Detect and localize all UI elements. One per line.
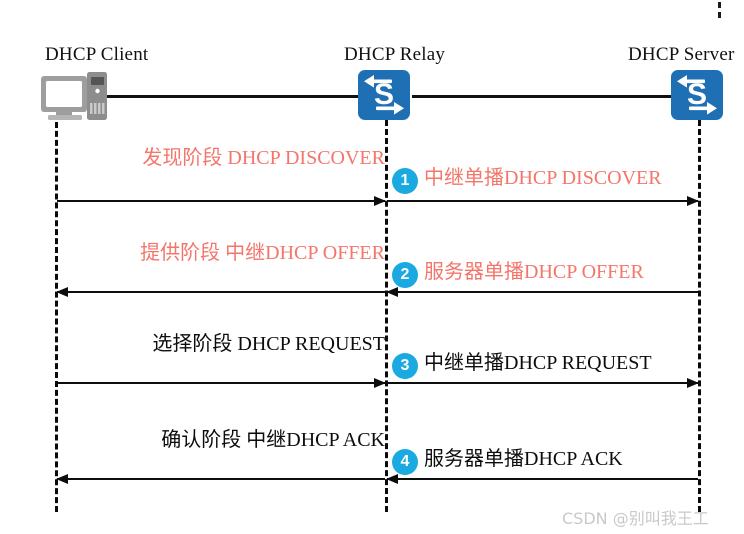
arrow-head-left-icon [386, 287, 398, 297]
desktop-computer-icon [40, 70, 110, 133]
corner-dash-mark [718, 2, 724, 18]
message-label-4-left: 确认阶段 中继DHCP ACK [161, 429, 385, 451]
arrow-shaft [57, 200, 385, 202]
watermark-text: CSDN @别叫我王工 [562, 509, 709, 528]
arrow-head-right-icon [374, 378, 386, 388]
message-arrow-3-left [57, 378, 386, 389]
message-arrow-2-right [386, 287, 698, 298]
arrow-head-left-icon [56, 287, 68, 297]
message-arrow-1-right [387, 196, 699, 207]
message-label-1-left: 发现阶段 DHCP DISCOVER [142, 147, 385, 169]
message-label-4-right: 服务器单播DHCP ACK [424, 448, 623, 470]
message-label-3-right: 中继单播DHCP REQUEST [424, 352, 652, 374]
node-label-client: DHCP Client [45, 44, 149, 65]
svg-text:S: S [687, 78, 707, 111]
arrow-shaft [387, 291, 698, 293]
step-badge-3: 3 [392, 353, 418, 379]
step-badge-1: 1 [392, 168, 418, 194]
step-badge-2: 2 [392, 262, 418, 288]
svg-text:S: S [374, 78, 394, 111]
arrow-shaft [387, 200, 698, 202]
message-label-2-left: 提供阶段 中继DHCP OFFER [140, 242, 385, 264]
arrow-head-right-icon [374, 196, 386, 206]
lifeline-client [55, 122, 58, 512]
message-label-3-left: 选择阶段 DHCP REQUEST [152, 333, 385, 355]
arrow-head-right-icon [687, 196, 699, 206]
message-arrow-3-right [387, 378, 699, 389]
arrow-shaft [387, 382, 698, 384]
message-arrow-1-left [57, 196, 386, 207]
lifeline-server [698, 120, 701, 512]
message-label-1-right: 中继单播DHCP DISCOVER [424, 167, 662, 189]
message-label-2-right: 服务器单播DHCP OFFER [424, 261, 644, 283]
arrow-shaft [387, 478, 698, 480]
link-client-to-relay [103, 95, 363, 98]
link-relay-to-server [412, 95, 672, 98]
arrow-shaft [57, 291, 385, 293]
switch-icon-server: S [671, 70, 723, 120]
message-arrow-2-left [56, 287, 385, 298]
arrow-shaft [57, 478, 385, 480]
lifeline-relay [385, 120, 388, 512]
switch-icon-relay: S [358, 70, 410, 120]
arrow-head-left-icon [386, 474, 398, 484]
message-arrow-4-right [386, 474, 698, 485]
arrow-shaft [57, 382, 385, 384]
message-arrow-4-left [56, 474, 385, 485]
node-label-relay: DHCP Relay [344, 44, 446, 65]
arrow-head-left-icon [56, 474, 68, 484]
node-label-server: DHCP Server [628, 44, 735, 65]
arrow-head-right-icon [687, 378, 699, 388]
step-badge-4: 4 [392, 449, 418, 475]
